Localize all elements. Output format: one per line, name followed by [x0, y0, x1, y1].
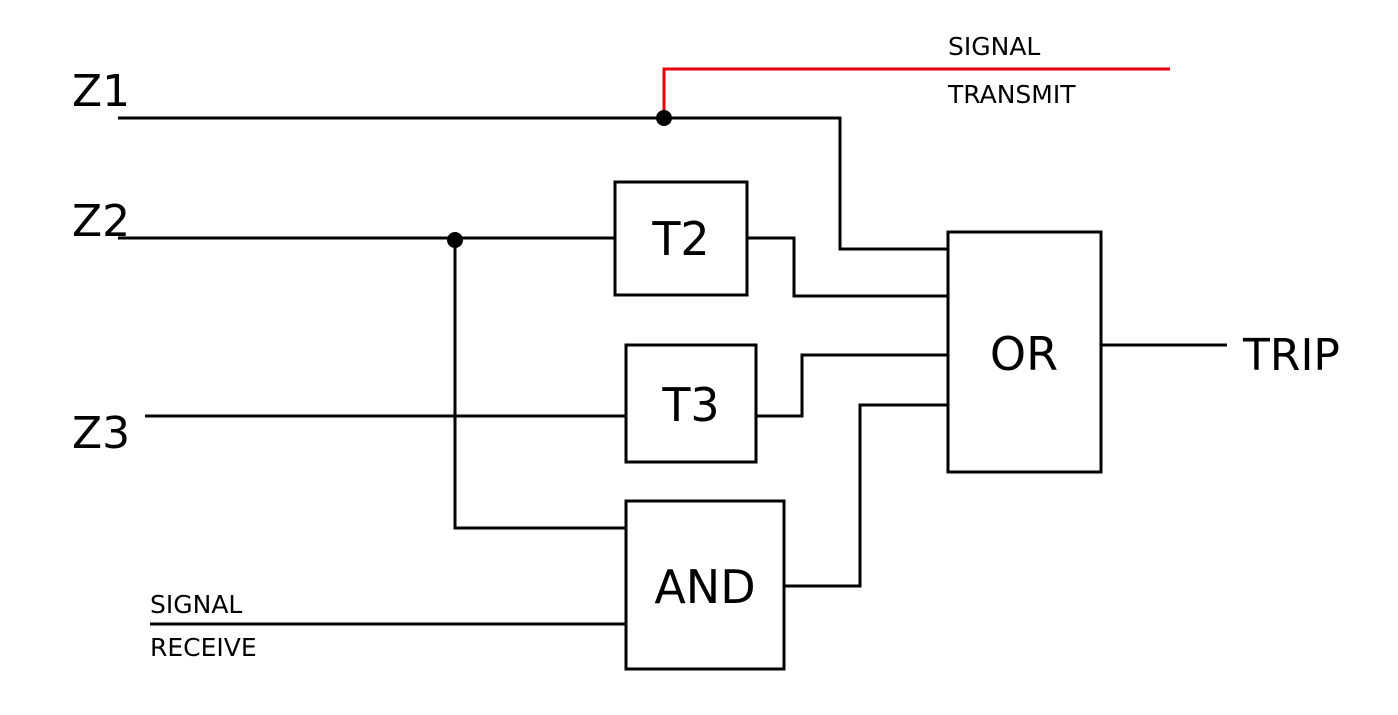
- wire-t2-to-or: [747, 236, 948, 298]
- wire-z2-branch-to-and: [453, 238, 626, 530]
- label-signal-transmit-line1: SIGNAL: [948, 32, 1040, 61]
- block-and-label: AND: [654, 560, 755, 614]
- wire-z1: [118, 116, 948, 251]
- label-z1: Z1: [72, 66, 130, 117]
- block-or: OR: [946, 230, 1103, 474]
- block-t2-label: T2: [651, 212, 709, 266]
- label-z3: Z3: [72, 408, 130, 459]
- block-and: AND: [624, 499, 786, 671]
- block-t3-label: T3: [661, 378, 719, 432]
- label-signal-receive-line2: RECEIVE: [150, 633, 257, 662]
- label-trip: TRIP: [1242, 330, 1340, 381]
- wire-signal-transmit: [662, 67, 1170, 118]
- block-or-label: OR: [990, 327, 1058, 381]
- junction-z1: [656, 110, 672, 126]
- junction-z2: [447, 232, 463, 248]
- label-signal-transmit-line2: TRANSMIT: [947, 80, 1076, 109]
- wire-and-to-or: [784, 403, 948, 588]
- wire-t3-to-or: [756, 353, 948, 418]
- label-signal-receive-line1: SIGNAL: [150, 590, 242, 619]
- block-t3: T3: [624, 343, 758, 464]
- block-t2: T2: [613, 180, 749, 297]
